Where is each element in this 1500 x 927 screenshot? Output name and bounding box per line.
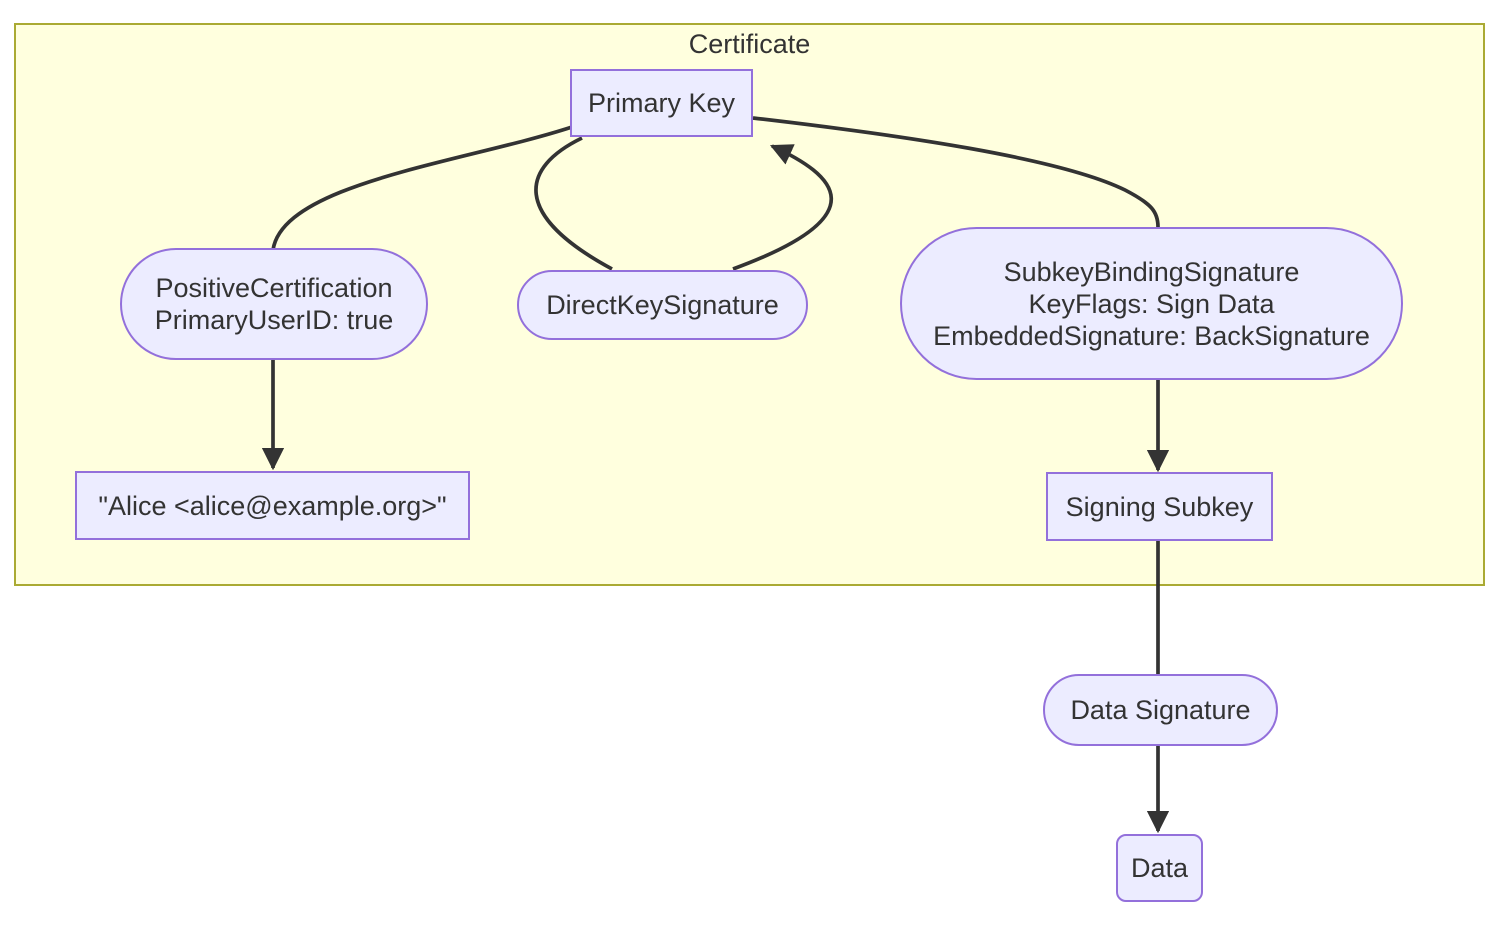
node-direct-key-signature-label: DirectKeySignature: [546, 290, 779, 320]
node-user-id: "Alice <alice@example.org>": [75, 471, 470, 540]
node-subkey-binding-signature: SubkeyBindingSignature KeyFlags: Sign Da…: [900, 227, 1403, 380]
node-signing-subkey-label: Signing Subkey: [1065, 491, 1254, 522]
node-positive-certification-line2: PrimaryUserID: true: [154, 305, 394, 335]
edge-primary-key-to-positive-certification: [271, 125, 573, 251]
node-positive-certification: PositiveCertification PrimaryUserID: tru…: [120, 248, 428, 360]
edge-direct-key-signature-to-primary-key: [732, 144, 833, 271]
node-primary-key: Primary Key: [570, 69, 753, 137]
node-positive-certification-line1: PositiveCertification: [155, 273, 393, 303]
node-subkey-binding-signature-line1: SubkeyBindingSignature: [1003, 256, 1300, 287]
node-subkey-binding-signature-line3: EmbeddedSignature: BackSignature: [933, 320, 1370, 351]
node-data-label: Data: [1130, 853, 1189, 883]
node-user-id-label: "Alice <alice@example.org>": [98, 490, 447, 521]
edge-primary-key-to-direct-key-signature: [534, 136, 613, 271]
edge-subkey-binding-signature-to-primary-key: [752, 116, 1160, 228]
certificate-cluster-label: Certificate: [688, 29, 811, 59]
node-data-signature-label: Data Signature: [1070, 695, 1251, 725]
node-data: Data: [1116, 834, 1203, 902]
node-subkey-binding-signature-line2: KeyFlags: Sign Data: [1028, 288, 1275, 319]
node-primary-key-label: Primary Key: [587, 88, 736, 118]
node-direct-key-signature: DirectKeySignature: [517, 270, 808, 340]
node-data-signature: Data Signature: [1043, 674, 1278, 746]
node-signing-subkey: Signing Subkey: [1046, 472, 1273, 541]
